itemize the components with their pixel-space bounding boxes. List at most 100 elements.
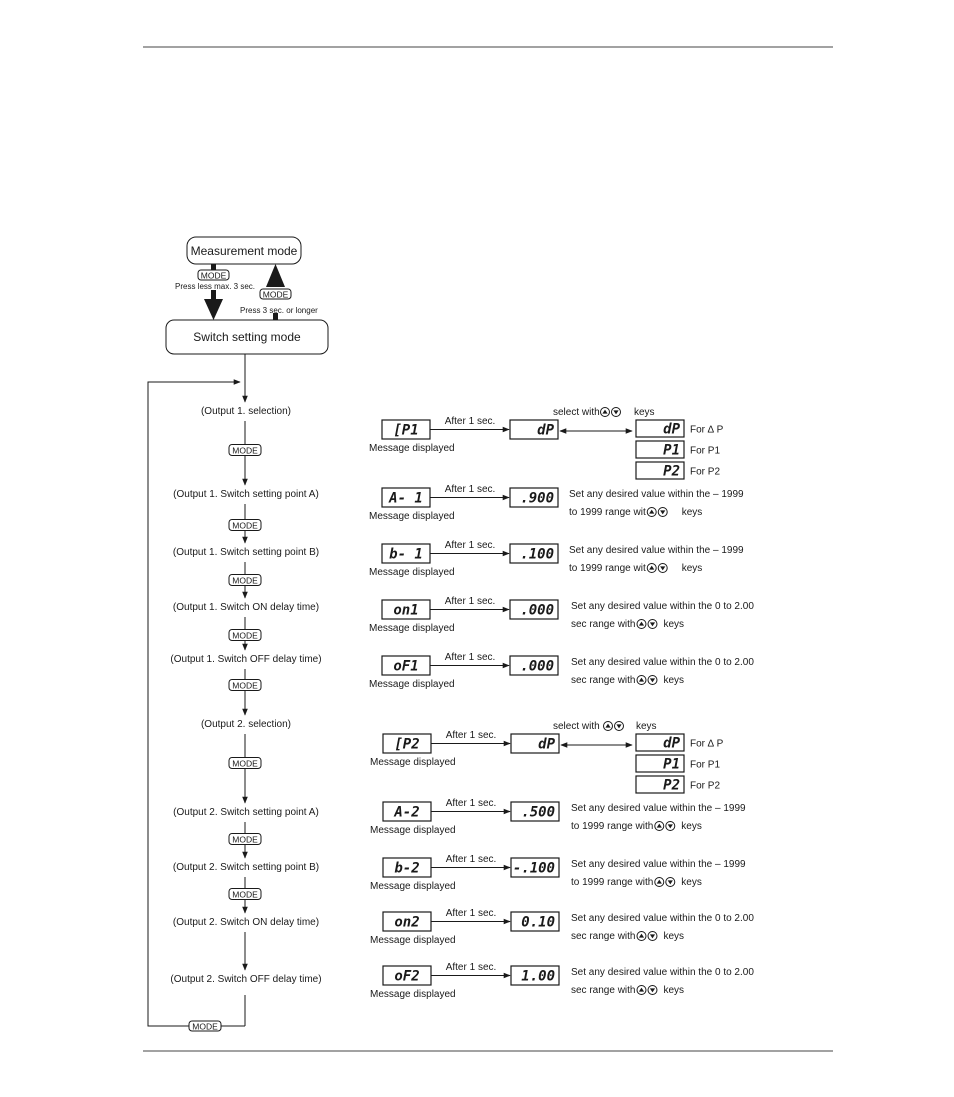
step-3-message-caption: Message displayed (369, 567, 455, 578)
step-6-down-triangle-icon (616, 724, 622, 729)
step-10-range-line2-keys: keys (663, 985, 684, 996)
step-7-message-caption: Message displayed (370, 825, 456, 836)
step-2-range-line2-keys: keys (682, 507, 703, 518)
step-6-option-2-display (635, 754, 685, 773)
step-6-option-3-caption: For P2 (690, 781, 720, 792)
step-2-range-line1: Set any desired value within the – 1999 (569, 489, 744, 500)
step-2-mode-key (228, 519, 262, 531)
step-1-message-code: [P1 (393, 423, 418, 439)
step-1-down-triangle-icon (613, 410, 619, 415)
step-1-option-3-display (635, 461, 685, 480)
step-1-option-2-display (635, 440, 685, 459)
step-1-up-triangle-icon (602, 409, 608, 414)
step-2-down-triangle-icon (660, 510, 666, 515)
step-8-after-text: After 1 sec. (446, 854, 497, 865)
step-6-message-caption: Message displayed (370, 757, 456, 768)
step-5-label: (Output 1. Switch OFF delay time) (170, 654, 321, 665)
step-6-option-3-value: P2 (663, 778, 680, 794)
step-10-up-triangle-icon (638, 987, 645, 992)
step-5-range-line2-prefix: sec range with (571, 675, 635, 686)
svg-text:MODE: MODE (263, 290, 289, 300)
step-8-message-code: b-2 (394, 861, 419, 877)
press-long-text: Press 3 sec. or longer (240, 306, 318, 315)
step-2-after-text: After 1 sec. (445, 484, 496, 495)
step-7-range-line1: Set any desired value within the – 1999 (571, 803, 746, 814)
step-1-mode-key (228, 444, 262, 456)
step-5-down-triangle-icon (649, 678, 656, 683)
step-6-value-text: dP (538, 737, 555, 753)
step-7-value-display (510, 801, 560, 822)
step-7-label: (Output 2. Switch setting point A) (173, 807, 319, 818)
step-6-value-display (510, 733, 560, 754)
step-5-message-code: oF1 (393, 659, 418, 675)
step-4-after-text: After 1 sec. (445, 596, 496, 607)
step-1-option-2-caption: For P1 (690, 446, 720, 457)
step-9-range-line1: Set any desired value within the 0 to 2.… (571, 913, 754, 924)
step-7-mode-key-label: MODE (232, 759, 258, 769)
step-3-range-line2-keys: keys (682, 563, 703, 574)
step-10-message-code: oF2 (394, 969, 419, 985)
step-7-after-text: After 1 sec. (446, 798, 497, 809)
step-1-option-3-caption: For P2 (690, 467, 720, 478)
short-press-arrowhead (204, 299, 223, 320)
step-4-down-triangle-icon (649, 622, 656, 627)
step-3-down-triangle-icon (660, 566, 666, 571)
step-5-message-caption: Message displayed (369, 679, 455, 690)
step-9-message-caption: Message displayed (370, 935, 456, 946)
step-10-message-caption: Message displayed (370, 989, 456, 1000)
step-2-value-text: .900 (520, 491, 554, 507)
step-8-mode-key-label: MODE (232, 835, 258, 845)
step-3-mode-key-label: MODE (232, 576, 258, 586)
step-3-mode-key (228, 574, 262, 586)
step-9-value-display (510, 911, 560, 932)
step-1-mode-key-label: MODE (232, 446, 258, 456)
step-7-down-triangle-icon (667, 824, 673, 829)
step-7-up-triangle-icon (656, 823, 662, 828)
step-3-message-code: b- 1 (389, 547, 423, 563)
step-10-value-display (510, 965, 560, 986)
step-6-up-triangle-icon (605, 723, 611, 728)
step-6-option-2-value: P1 (663, 757, 680, 773)
step-2-message-code: A- 1 (388, 491, 423, 507)
step-10-down-triangle-icon (649, 988, 656, 993)
step-1-option-2-value: P1 (663, 443, 680, 459)
step-8-value-display (510, 857, 560, 878)
step-1-option-3-value: P2 (663, 464, 680, 480)
step-3-value-text: .100 (520, 547, 554, 563)
step-10-after-text: After 1 sec. (446, 962, 497, 973)
step-6-message-code: [P2 (394, 737, 419, 753)
svg-text:MODE: MODE (201, 271, 227, 281)
step-9-down-triangle-icon (649, 934, 656, 939)
step-8-range-line1: Set any desired value within the – 1999 (571, 859, 746, 870)
measurement-mode-label: Measurement mode (191, 244, 298, 258)
step-8-value-text: -.100 (513, 861, 555, 877)
step-1-value-display (509, 419, 559, 440)
step-3-range-line1: Set any desired value within the – 1999 (569, 545, 744, 556)
step-6-after-text: After 1 sec. (446, 730, 497, 741)
step-8-mode-key (228, 833, 262, 845)
long-press-stem (273, 313, 278, 320)
long-press-arrowhead (266, 264, 285, 287)
step-8-up-triangle-icon (656, 879, 662, 884)
step-2-up-triangle-icon (649, 509, 655, 514)
step-1-message-caption: Message displayed (369, 443, 455, 454)
step-7-value-text: .500 (521, 805, 555, 821)
step-4-message-caption: Message displayed (369, 623, 455, 634)
step-6-option-2-caption: For P1 (690, 760, 720, 771)
step-4-range-line1: Set any desired value within the 0 to 2.… (571, 601, 754, 612)
step-9-after-text: After 1 sec. (446, 908, 497, 919)
step-1-option-1-caption: For ∆ P (690, 425, 724, 436)
step-6-label: (Output 2. selection) (201, 719, 291, 730)
step-4-mode-key-label: MODE (232, 631, 258, 641)
step-5-after-text: After 1 sec. (445, 652, 496, 663)
step-2-label: (Output 1. Switch setting point A) (173, 489, 319, 500)
step-9-value-text: 0.10 (521, 915, 555, 931)
switch-setting-mode-box (165, 319, 329, 355)
svg-text:MODE: MODE (192, 1022, 218, 1032)
step-4-message-code: on1 (393, 603, 418, 619)
step-1-value-text: dP (537, 423, 554, 439)
step-2-mode-key-label: MODE (232, 521, 258, 531)
step-7-range-line2-prefix: to 1999 range with (571, 821, 653, 832)
